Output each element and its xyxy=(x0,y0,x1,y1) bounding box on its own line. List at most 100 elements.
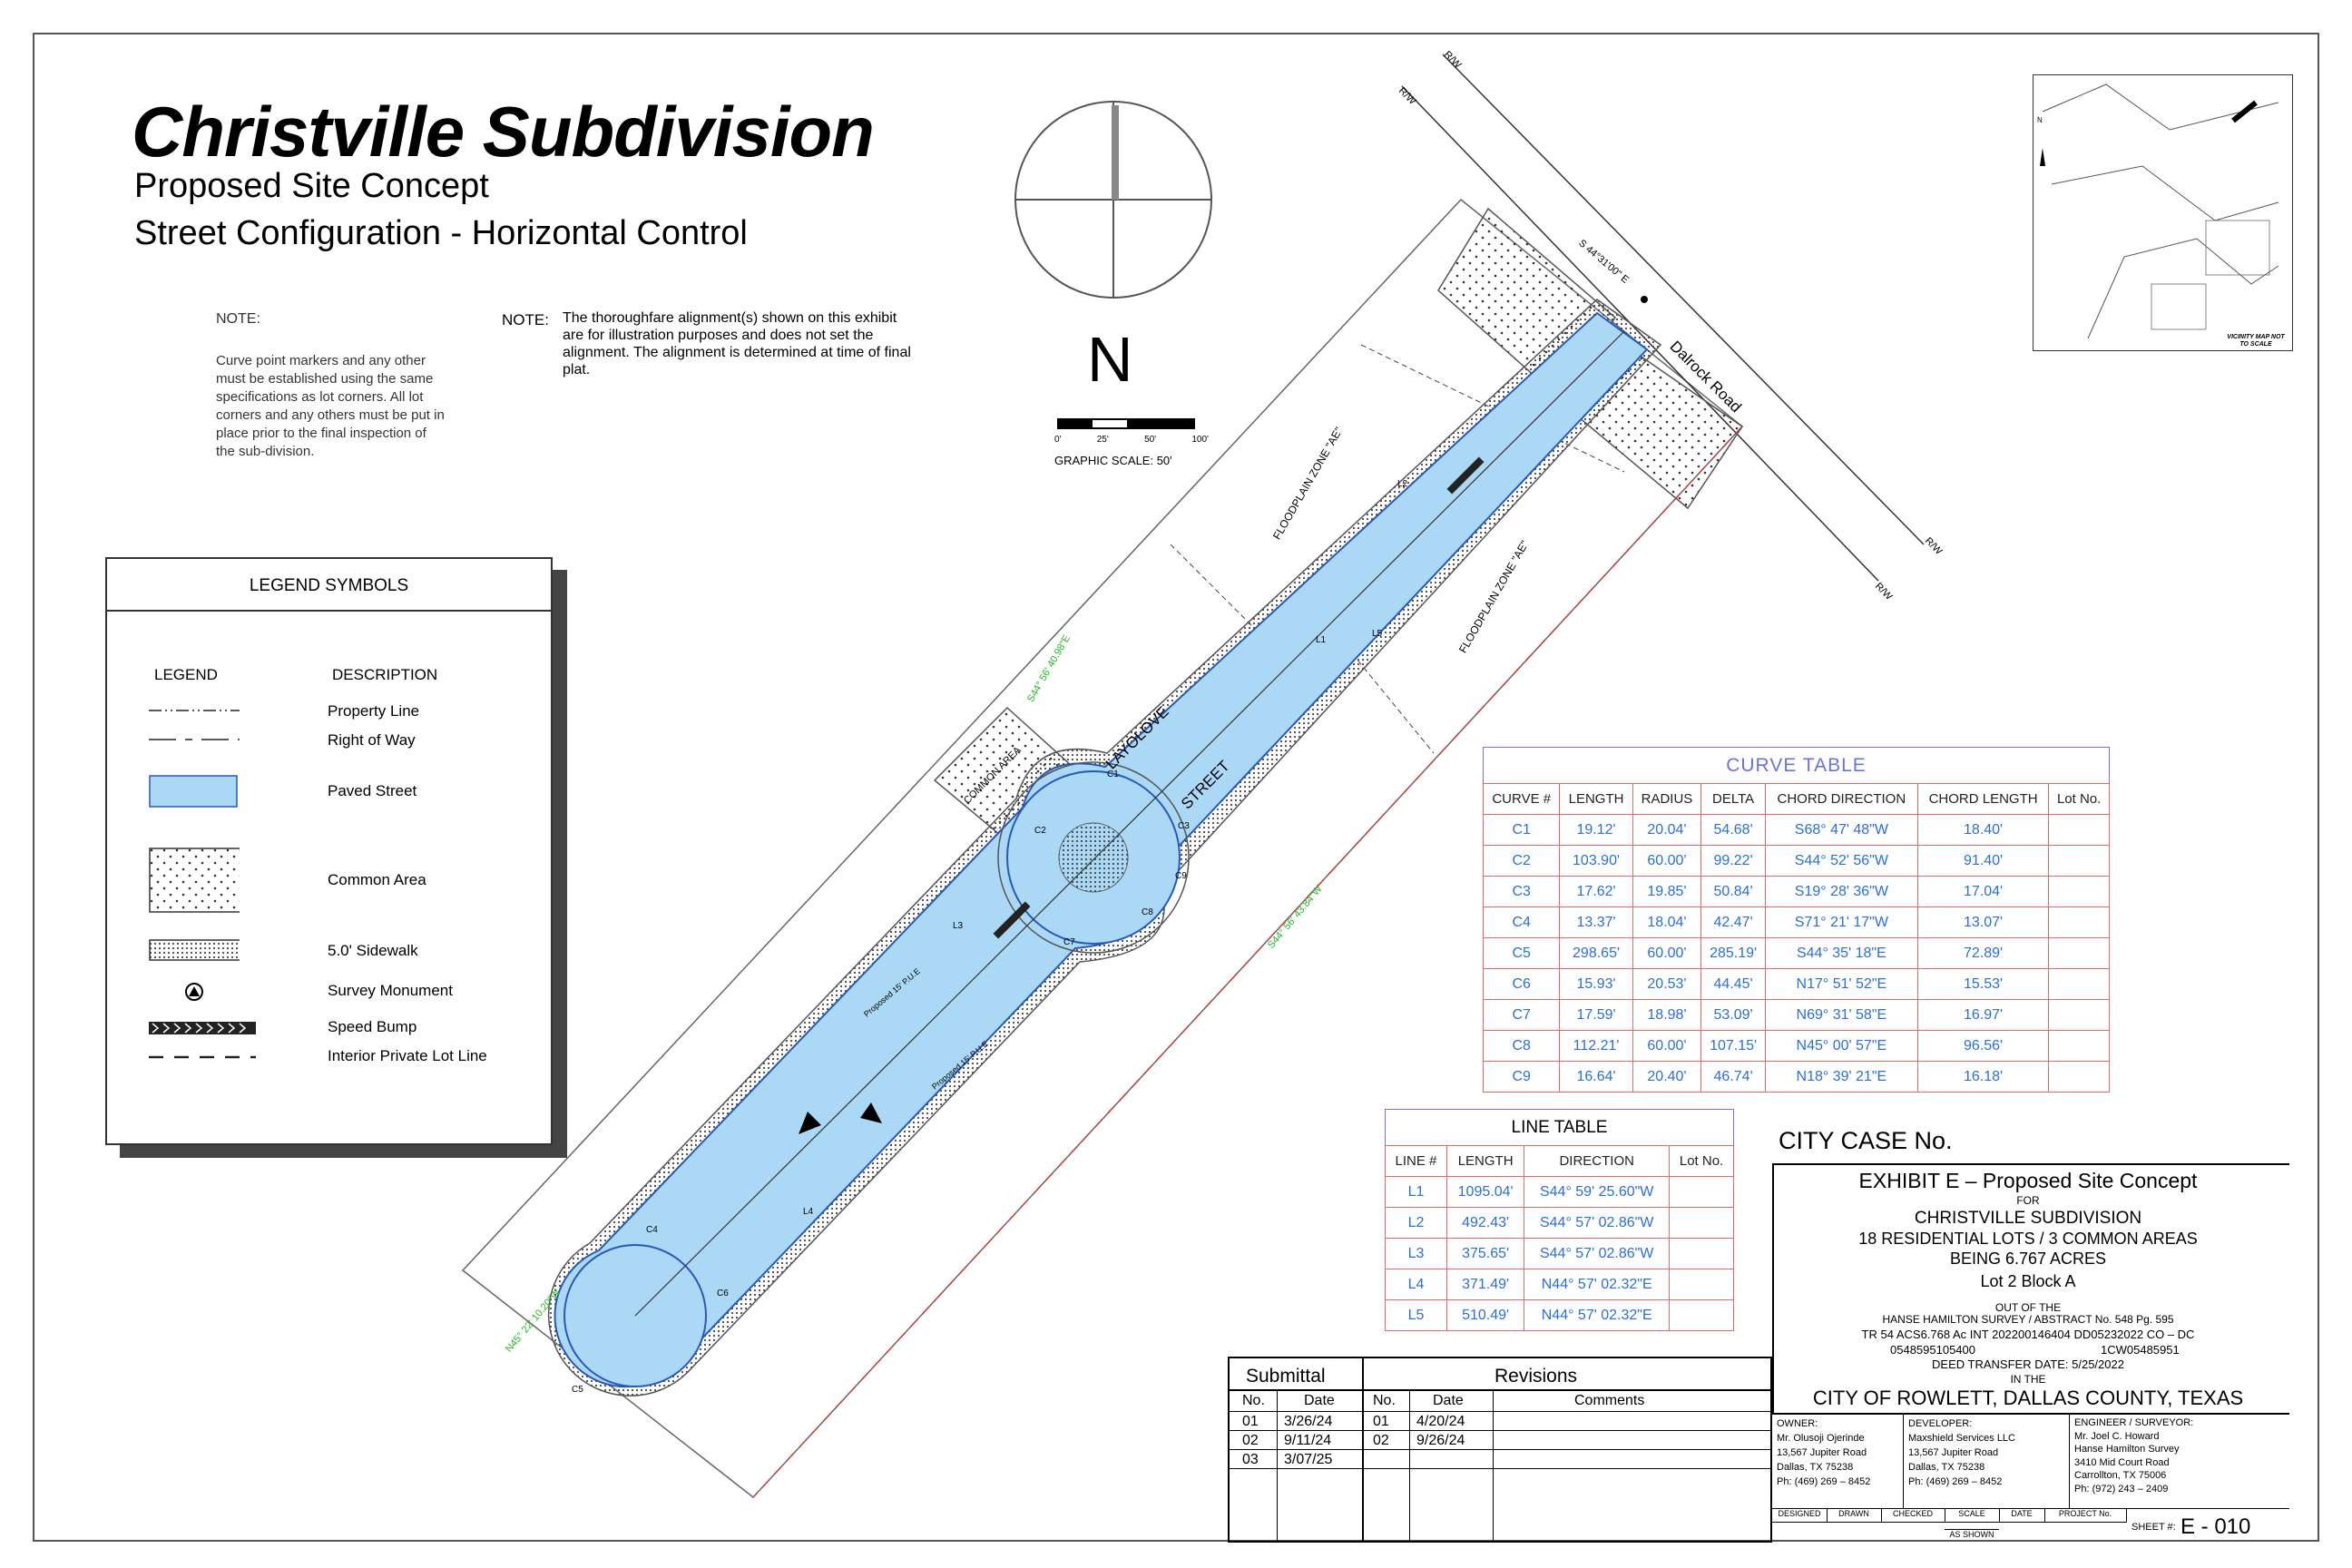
exhibit-subdivision: CHRISTVILLE SUBDIVISION xyxy=(1914,1209,2142,1228)
table-cell: 510.49' xyxy=(1446,1299,1525,1331)
table-header: RADIUS xyxy=(1632,783,1702,815)
legend-row: Right of Way xyxy=(107,722,552,759)
revision-header: Comments xyxy=(1574,1393,1645,1408)
exhibit-lot-block: Lot 2 Block A xyxy=(1980,1272,2076,1290)
legend-row: 5.0' Sidewalk xyxy=(107,933,552,969)
scale-tick: 50' xyxy=(1144,435,1157,445)
line-label: L1 xyxy=(1316,635,1327,645)
table-cell: L2 xyxy=(1385,1207,1447,1239)
exhibit-deed: DEED TRANSFER DATE: 5/25/2022 xyxy=(1932,1357,2124,1371)
table-cell: 17.59' xyxy=(1559,999,1633,1031)
submittal-header: Date xyxy=(1304,1393,1335,1408)
table-cell: 285.19' xyxy=(1700,937,1766,969)
table-cell: 91.40' xyxy=(1916,845,2050,877)
table-cell: 16.64' xyxy=(1559,1061,1633,1093)
table-cell xyxy=(1669,1269,1734,1300)
table-cell xyxy=(2048,999,2110,1031)
engineer-addr: 3410 Mid Court Road xyxy=(2074,1456,2170,1468)
north-label: N xyxy=(1087,324,1133,395)
table-cell: N69° 31' 58"E xyxy=(1764,999,1918,1031)
exhibit-city: CITY OF ROWLETT, DALLAS COUNTY, TEXAS xyxy=(1812,1387,2244,1409)
table-header: LINE # xyxy=(1385,1145,1447,1177)
line-label: L2 xyxy=(1397,479,1408,489)
table-cell: 15.53' xyxy=(1916,968,2050,1000)
footer-col: CHECKED xyxy=(1881,1509,1945,1523)
legend-row: Speed Bump xyxy=(107,1013,552,1049)
exhibit-acct-1: 0548595105400 xyxy=(1890,1343,1975,1357)
submittal-no: 02 xyxy=(1242,1433,1259,1448)
legend-panel: LEGEND SYMBOLS LEGEND DESCRIPTION Proper… xyxy=(105,557,553,1145)
submittal-date: 3/26/24 xyxy=(1284,1414,1333,1429)
interior-lot-line-icon xyxy=(149,1055,256,1059)
legend-title: LEGEND SYMBOLS xyxy=(107,559,551,612)
revisions-title: Revisions xyxy=(1494,1366,1578,1387)
table-cell xyxy=(2048,876,2110,907)
table-cell: N18° 39' 21"E xyxy=(1764,1061,1918,1093)
engineer-label: ENGINEER / SURVEYOR: xyxy=(2074,1417,2194,1428)
developer-addr: Dallas, TX 75238 xyxy=(1908,1462,1985,1473)
line-label: L4 xyxy=(803,1207,814,1217)
table-cell: 18.98' xyxy=(1632,999,1702,1031)
footer-col: DATE xyxy=(1999,1509,2045,1523)
speed-bump-icon xyxy=(1446,456,1485,495)
table-cell: 19.12' xyxy=(1559,814,1633,846)
legend-col-header: LEGEND xyxy=(154,666,218,683)
table-cell: C7 xyxy=(1482,999,1561,1031)
exhibit-survey: HANSE HAMILTON SURVEY / ABSTRACT No. 548… xyxy=(1882,1313,2174,1326)
subtitle-2: Street Configuration - Horizontal Contro… xyxy=(134,214,748,252)
table-header: Lot No. xyxy=(1669,1145,1734,1177)
owner-addr: Dallas, TX 75238 xyxy=(1777,1462,1854,1473)
table-cell: C3 xyxy=(1482,876,1561,907)
legend-label: Survey Monument xyxy=(328,982,453,999)
legend-row: Property Line xyxy=(107,693,552,730)
exhibit-lots: 18 RESIDENTIAL LOTS / 3 COMMON AREAS xyxy=(1858,1230,2198,1248)
curve-table: CURVE # LENGTH RADIUS DELTA CHORD DIRECT… xyxy=(1482,783,2110,1093)
table-header: CHORD DIRECTION xyxy=(1764,783,1918,815)
table-cell: S71° 21' 17"W xyxy=(1764,906,1918,938)
sheet-label: SHEET #: xyxy=(2132,1522,2176,1533)
table-cell: C9 xyxy=(1482,1061,1561,1093)
table-cell: 60.00' xyxy=(1632,1030,1702,1062)
table-cell: 371.49' xyxy=(1446,1269,1525,1300)
table-header: DIRECTION xyxy=(1524,1145,1671,1177)
submittal-no: 03 xyxy=(1242,1452,1259,1467)
contact-block: OWNER: Mr. Olusoji Ojerinde 13,567 Jupit… xyxy=(1772,1413,2289,1540)
note-left-text: Curve point markers and any other must b… xyxy=(216,353,445,459)
note-left: NOTE: Curve point markers and any other … xyxy=(216,310,447,461)
submittal-no: 01 xyxy=(1242,1414,1259,1429)
table-cell: 46.74' xyxy=(1700,1061,1766,1093)
sheet-number: E - 010 xyxy=(2180,1514,2251,1539)
table-cell: S44° 57' 02.86"W xyxy=(1524,1238,1671,1269)
revision-no: 02 xyxy=(1373,1433,1389,1448)
table-cell: 20.53' xyxy=(1632,968,1702,1000)
table-cell xyxy=(2048,1030,2110,1062)
table-header: Lot No. xyxy=(2048,783,2110,815)
table-cell: 19.85' xyxy=(1632,876,1702,907)
engineer-firm: Hanse Hamilton Survey xyxy=(2074,1444,2180,1455)
developer-name: Maxshield Services LLC xyxy=(1908,1433,2015,1444)
table-cell: N17° 51' 52"E xyxy=(1764,968,1918,1000)
survey-monument-icon xyxy=(1641,296,1648,303)
table-cell xyxy=(1669,1238,1734,1269)
property-line-icon xyxy=(149,710,240,711)
owner-phone: Ph: (469) 269 – 8452 xyxy=(1777,1476,1871,1487)
table-cell: 13.07' xyxy=(1916,906,2050,938)
table-cell xyxy=(2048,906,2110,938)
owner-block: OWNER: Mr. Olusoji Ojerinde 13,567 Jupit… xyxy=(1772,1415,1904,1508)
roundabout-island xyxy=(1058,822,1129,893)
owner-addr: 13,567 Jupiter Road xyxy=(1777,1447,1867,1458)
vicinity-map: N VICINITY MAP NOT TO SCALE xyxy=(2033,74,2293,351)
curve-label: C1 xyxy=(1107,769,1119,779)
survey-monument-icon xyxy=(185,983,203,1001)
scale-value: AS SHOWN xyxy=(1945,1529,1999,1539)
table-cell: 18.40' xyxy=(1916,814,2050,846)
table-cell xyxy=(2048,1061,2110,1093)
